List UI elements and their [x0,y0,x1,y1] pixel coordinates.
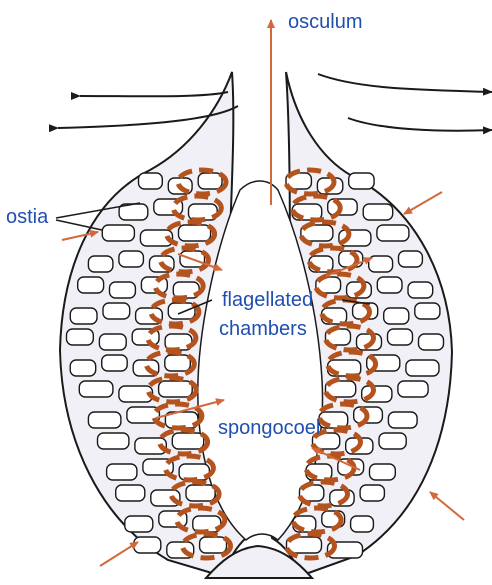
wall-cell [369,256,393,272]
wall-cell [116,485,145,501]
wall-cell [377,225,409,241]
wall-cell [110,282,136,298]
wall-cell [119,251,143,267]
wall-cell [159,381,193,397]
wall-cell [134,537,161,553]
wall-cell [179,225,211,241]
current-arrow-left-top [80,92,228,96]
current-arrow-right-bottom [348,118,492,131]
wall-cell [363,204,393,220]
wall-cell [70,360,96,376]
wall-cell [99,334,126,350]
wall-cell [415,303,440,319]
wall-cell [98,433,129,449]
current-arrow-right-top [318,74,492,92]
wall-cell [102,355,128,371]
wall-cell [360,485,384,501]
ostia-label: ostia [6,206,48,228]
wall-cell [399,251,423,267]
wall-cell [107,464,137,480]
flagellated-chambers-label-line2: chambers [219,318,307,340]
wall-cell [419,334,444,350]
wall-cell [103,303,130,319]
spongocoel-label: spongocoel [218,417,320,439]
wall-cell [408,282,433,298]
osculum-label: osculum [288,11,362,33]
wall-cell [377,277,402,293]
flagellated-chambers-label-line1: flagellated [222,289,313,311]
wall-cell [139,173,163,189]
wall-cell [125,516,153,532]
wall-cell [88,412,121,428]
wall-cell [70,308,97,324]
wall-cell [88,256,113,272]
wall-cell [186,485,215,501]
wall-cell [165,355,191,371]
wall-cell [384,308,409,324]
water-flow-arrow [404,192,442,214]
wall-cell [67,329,94,345]
wall-cell [200,537,227,553]
wall-cell [351,516,374,532]
wall-cell [172,433,203,449]
wall-cell [349,173,374,189]
wall-cell [168,303,195,319]
wall-cell [79,381,113,397]
wall-cell [370,464,396,480]
wall-cell [198,173,222,189]
water-flow-arrow [100,542,138,566]
wall-cell [388,412,417,428]
water-flow-arrow [430,492,464,520]
wall-cell [78,277,104,293]
wall-cell [379,433,406,449]
wall-cell [406,360,439,376]
wall-cell [398,381,428,397]
wall-cell [102,225,134,241]
wall-cell [388,329,413,345]
